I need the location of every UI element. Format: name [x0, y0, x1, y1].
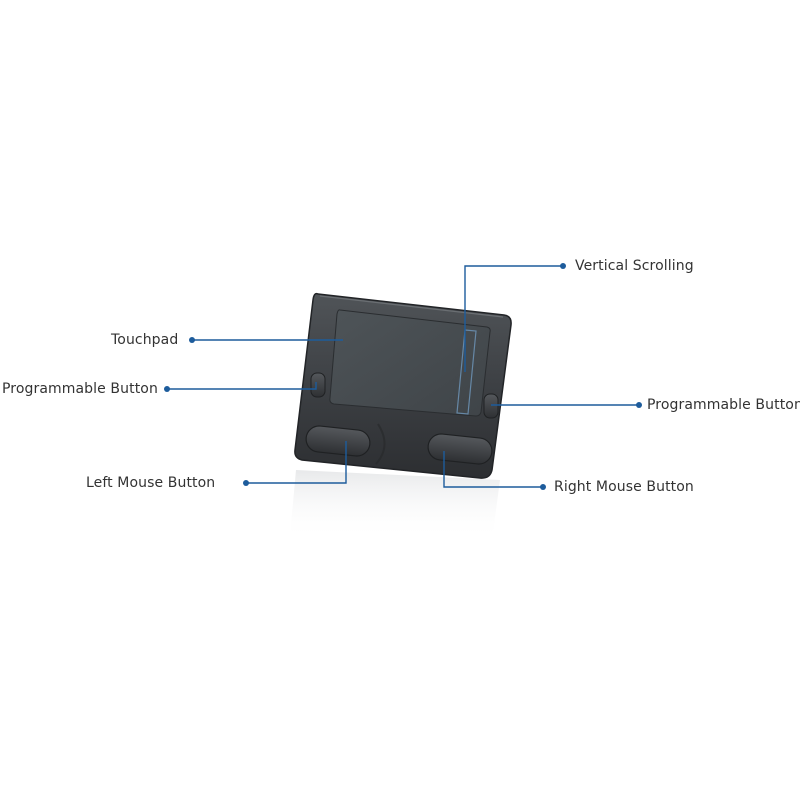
callout-line-vertical-scrolling — [464, 265, 562, 372]
label-left-mouse-button: Left Mouse Button — [86, 475, 216, 491]
callout-dot-left-mouse — [243, 480, 249, 486]
callout-dot-vertical-scrolling — [560, 263, 566, 269]
programmable-button-right[interactable] — [483, 393, 499, 419]
programmable-button-left[interactable] — [310, 372, 326, 398]
label-right-mouse-button: Right Mouse Button — [554, 479, 694, 495]
label-programmable-button-right: Programmable Button — [647, 397, 800, 413]
label-programmable-button-left: Programmable Button — [2, 381, 158, 397]
callout-dot-programmable-right — [636, 402, 642, 408]
callout-dot-touchpad — [189, 337, 195, 343]
callout-dot-right-mouse — [540, 484, 546, 490]
callout-dot-programmable-left — [164, 386, 170, 392]
callout-dots — [164, 263, 642, 490]
vertical-scroll-strip — [456, 329, 477, 415]
device-reflection — [290, 470, 500, 540]
callout-lines — [167, 265, 639, 488]
callout-line-left-mouse — [246, 441, 347, 484]
touch-surface — [329, 309, 491, 417]
callout-line-right-mouse — [443, 451, 543, 488]
callout-line-programmable-left — [167, 382, 317, 390]
touchpad-device — [294, 292, 512, 479]
left-mouse-button-shape[interactable] — [305, 425, 371, 458]
label-vertical-scrolling: Vertical Scrolling — [575, 258, 694, 274]
label-touchpad: Touchpad — [111, 332, 179, 348]
